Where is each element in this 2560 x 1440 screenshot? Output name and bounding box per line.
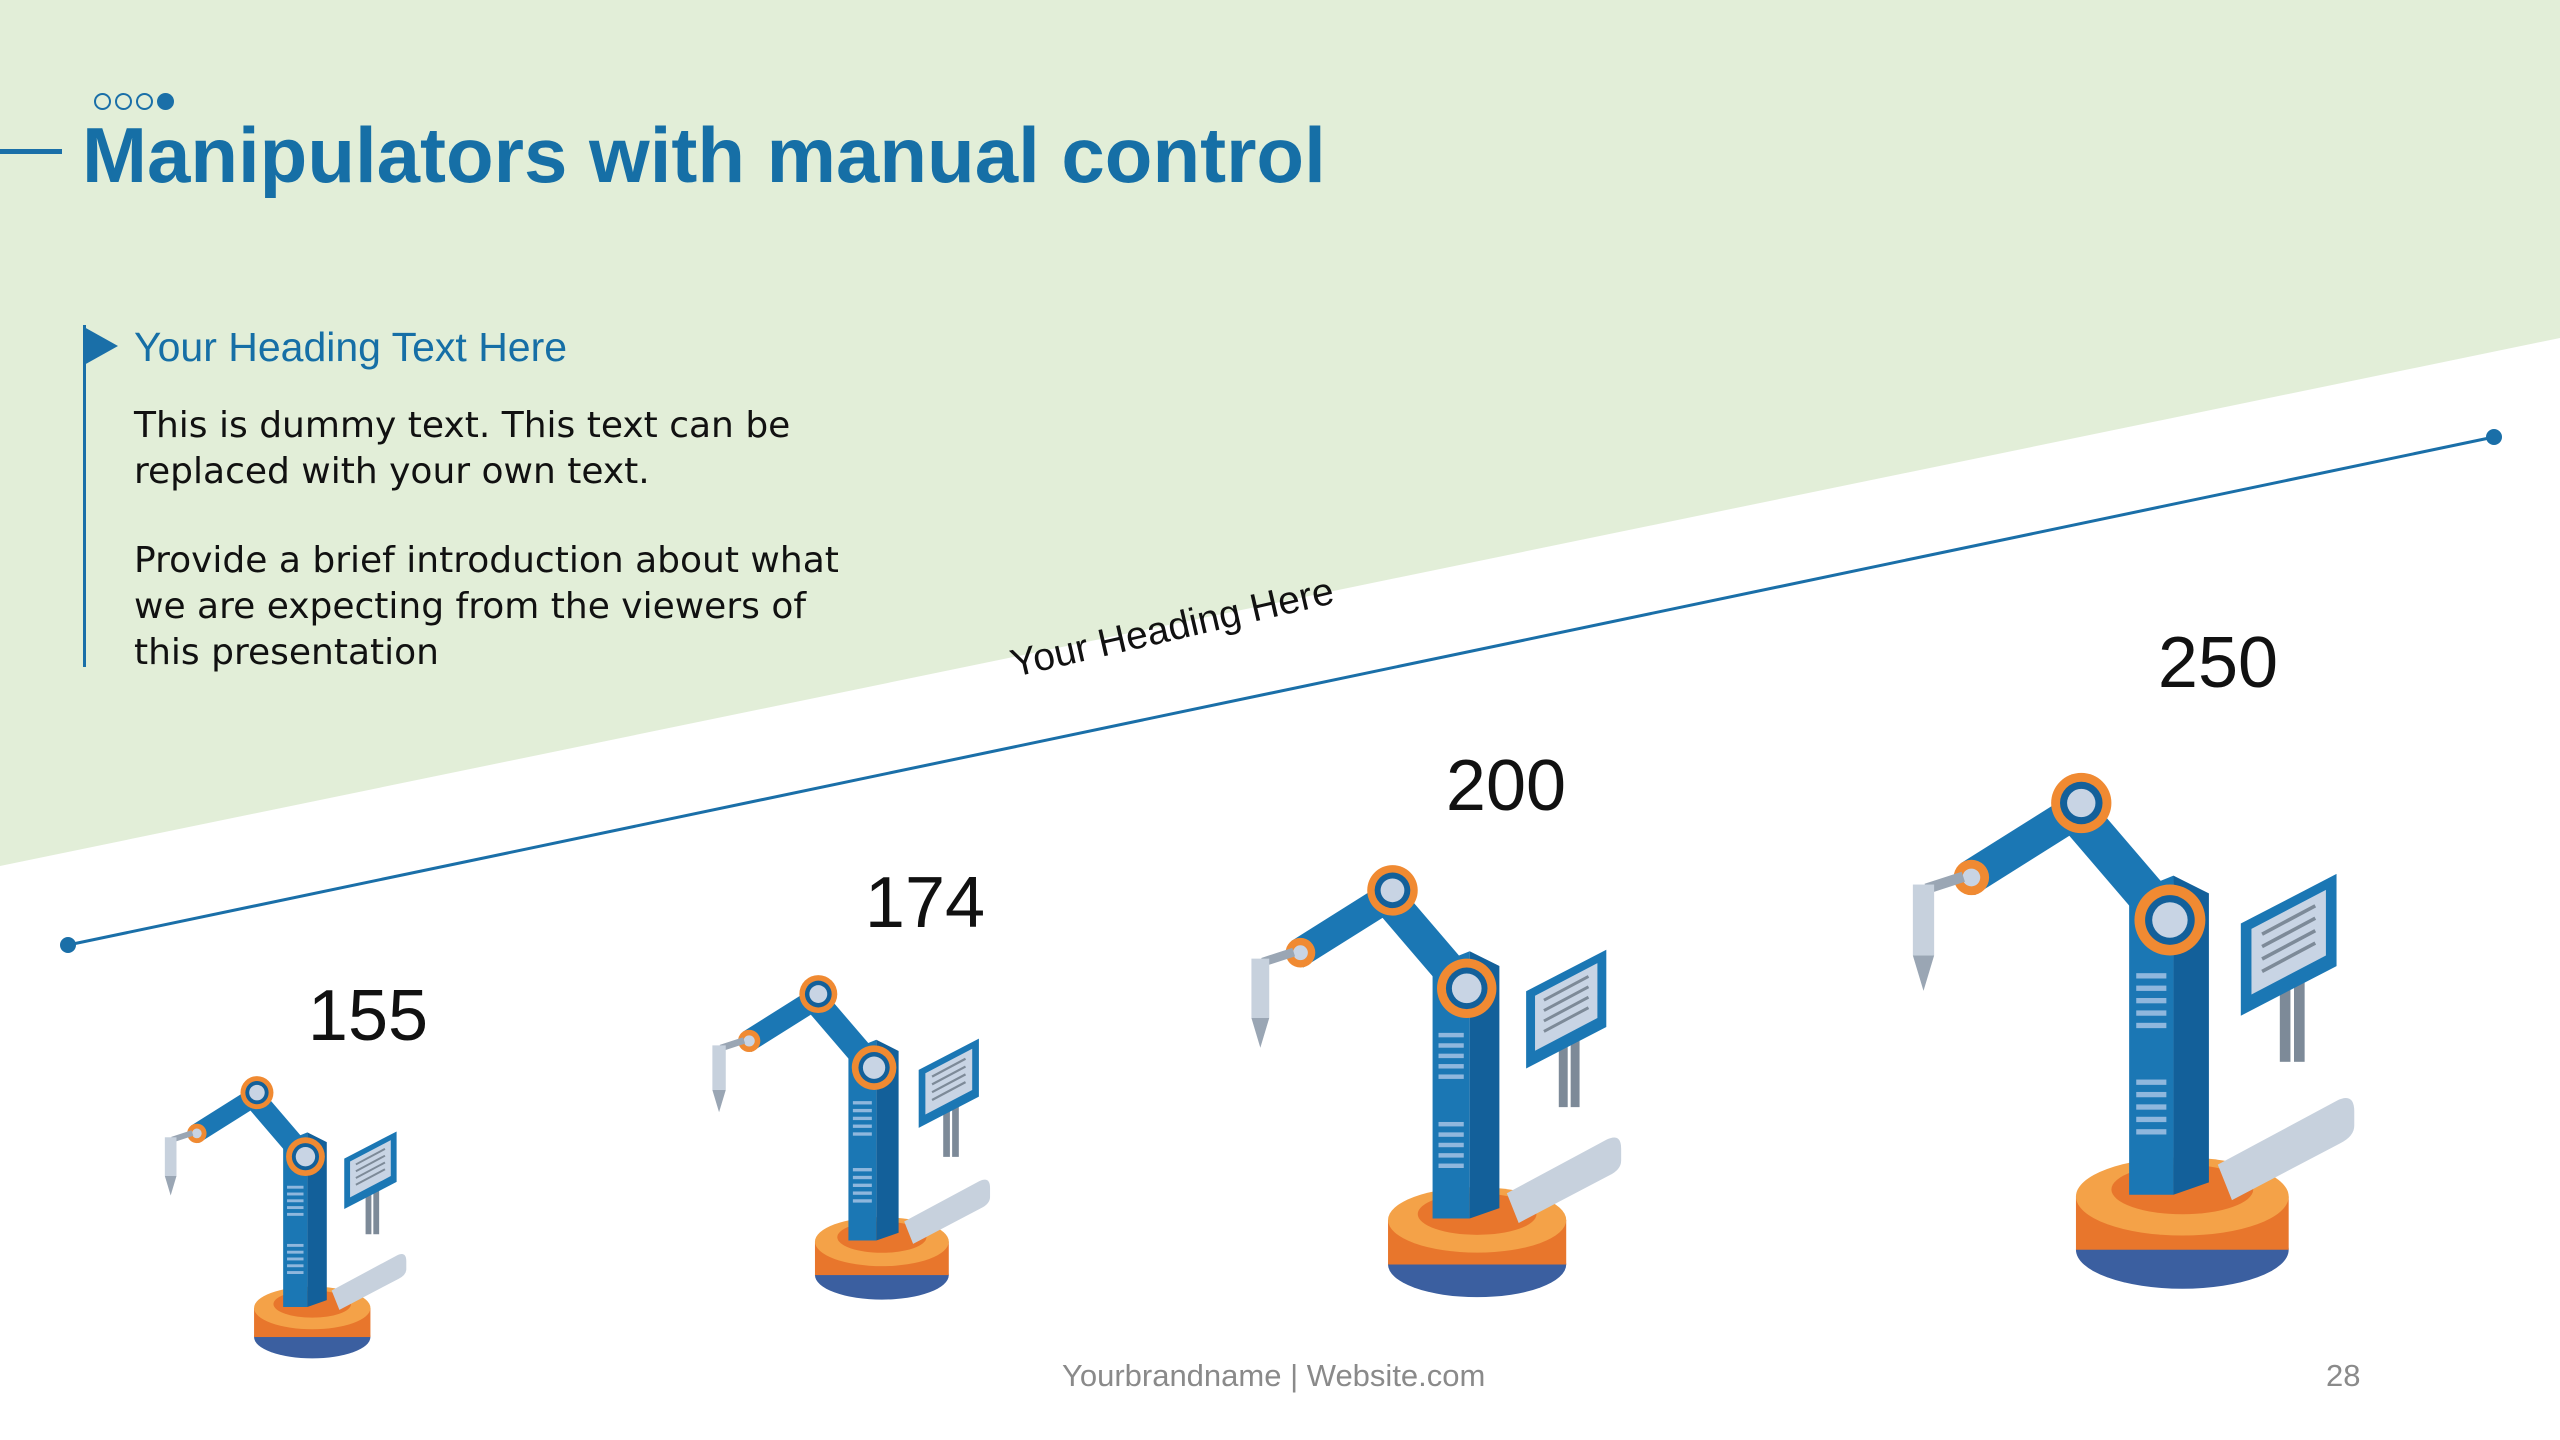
footer-brand: Yourbrandname | Website.com [1062, 1358, 1486, 1393]
robotic-arm-icon [711, 973, 992, 1301]
progress-dot-3 [136, 93, 153, 110]
section-heading: Your Heading Text Here [134, 324, 568, 370]
trend-line-end-dot [2486, 429, 2502, 445]
progress-dot-2 [115, 93, 132, 110]
value-label-3: 200 [1445, 746, 1567, 826]
page-number: 28 [2326, 1358, 2361, 1393]
flag-icon [84, 327, 118, 365]
value-label-1: 155 [307, 976, 429, 1056]
robotic-arm-icon [1249, 863, 1623, 1299]
value-label-4: 250 [2157, 623, 2279, 703]
slide-title: Manipulators with manual control [82, 111, 1326, 199]
progress-dot-1 [94, 93, 111, 110]
robotic-arm-icon [163, 1075, 408, 1360]
text-block-rule [83, 325, 86, 667]
body-paragraph-1: This is dummy text. This text can be rep… [134, 405, 791, 492]
trend-line [67, 435, 2495, 947]
robotic-arm-icon [1911, 771, 2357, 1291]
title-rule [0, 149, 62, 154]
progress-dot-4-active [157, 93, 174, 110]
body-paragraph-2: Provide a brief introduction about what … [134, 540, 839, 673]
green-band [0, 0, 2560, 866]
value-label-2: 174 [864, 863, 986, 943]
progress-dots [94, 93, 174, 110]
trend-line-start-dot [60, 937, 76, 953]
